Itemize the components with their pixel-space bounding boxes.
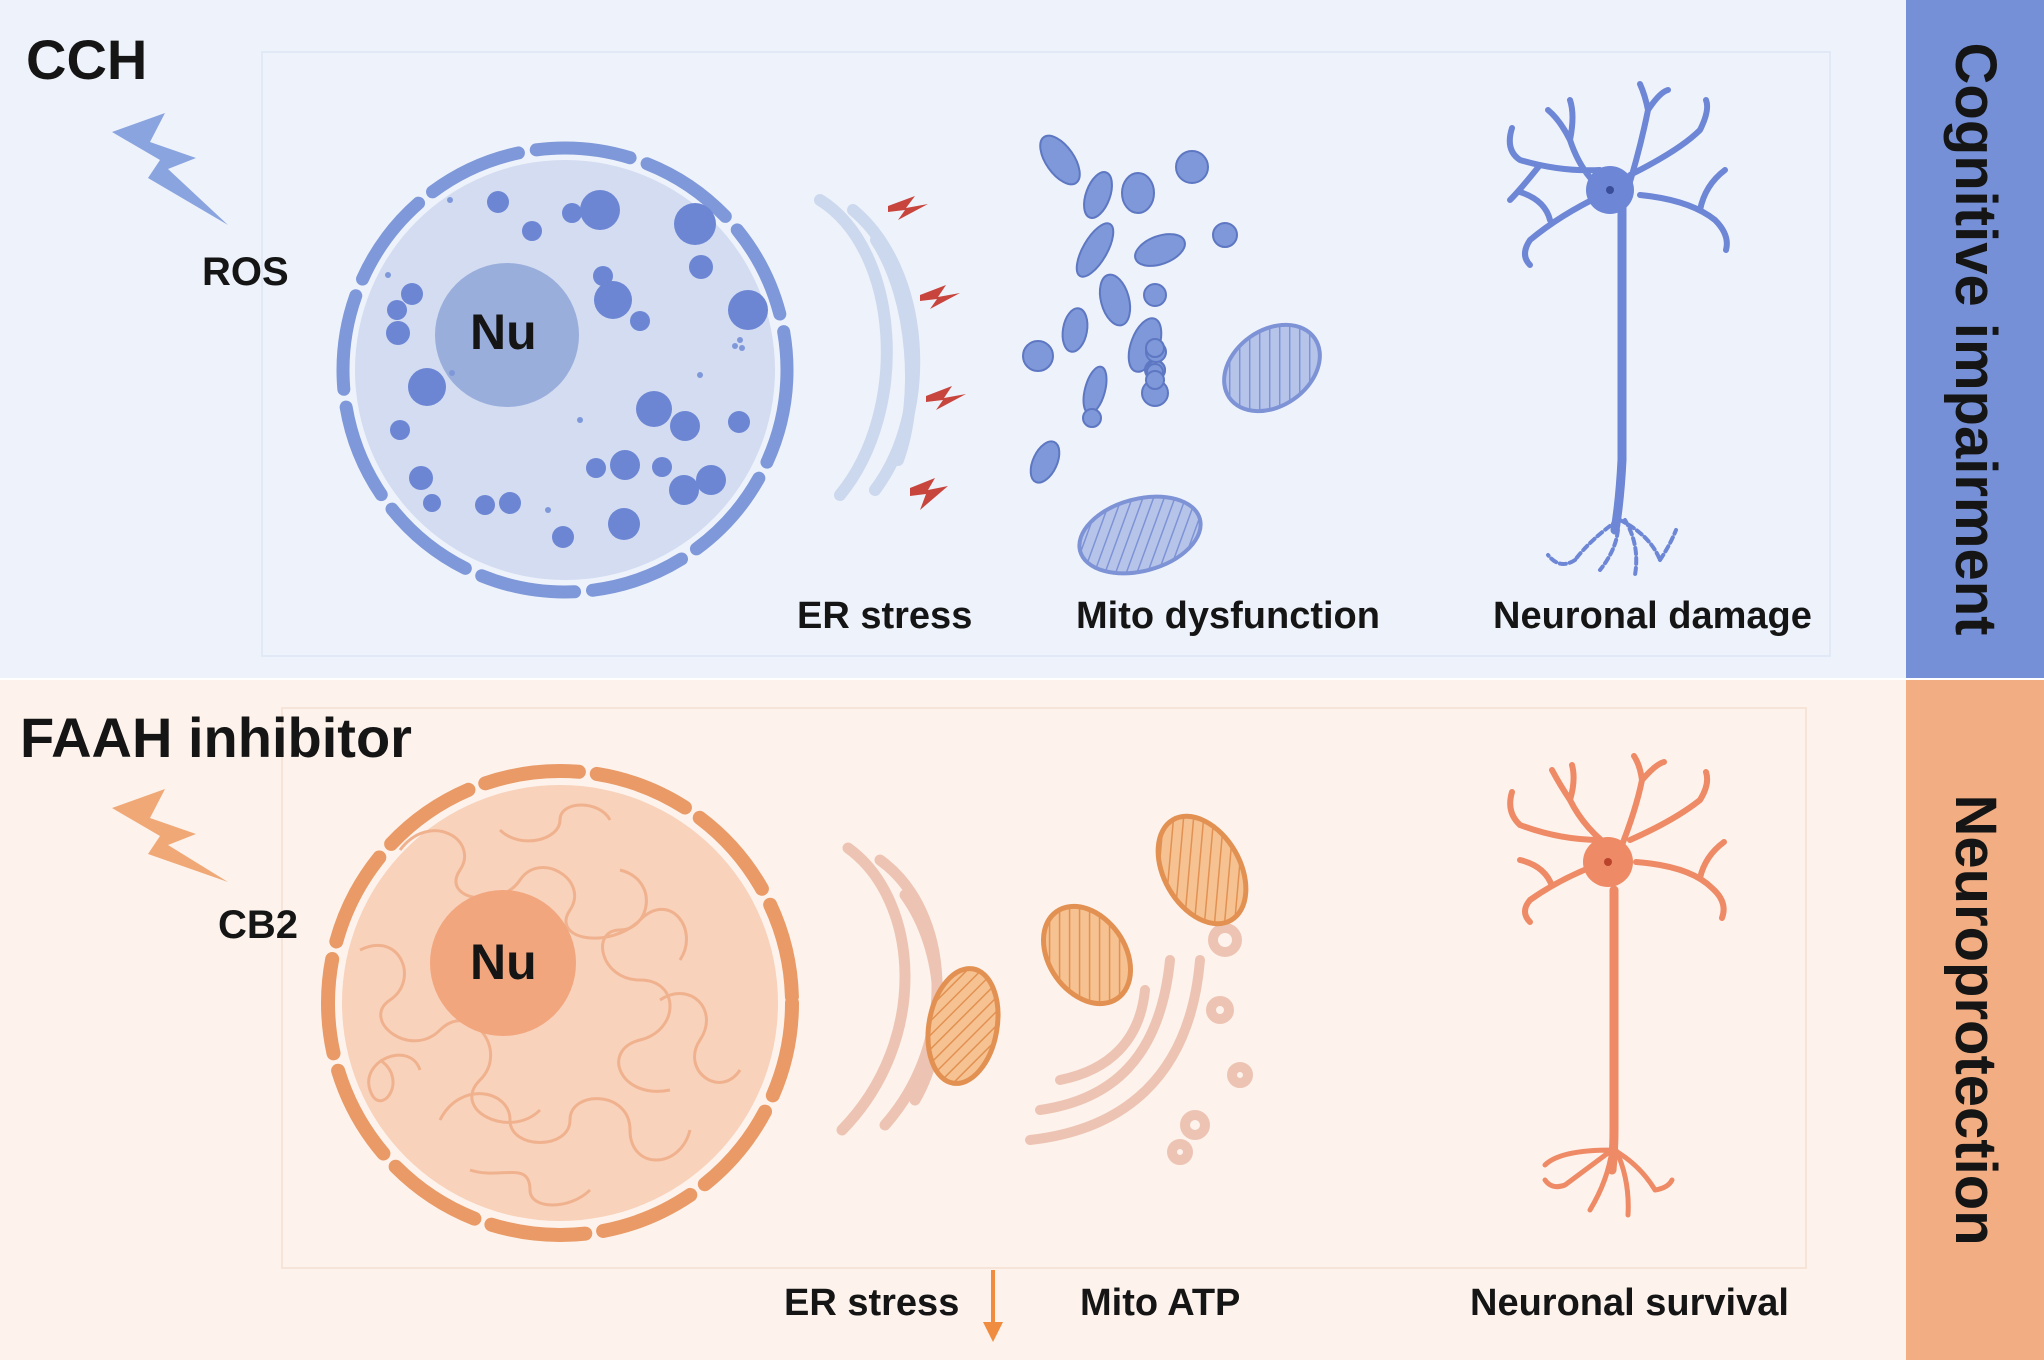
top-swollen-mitochondria [1077,322,1322,576]
bottom-nucleus-label: Nu [470,934,537,990]
top-lightning-icon [112,113,228,225]
top-nucleus [435,263,579,407]
top-nucleus-label: Nu [470,304,537,360]
chromatin [359,803,742,1207]
top-side-label: Cognitive impairment [1943,42,2008,636]
bottom-label-neuronal-survival: Neuronal survival [1470,1282,1789,1324]
top-label-mito-dysfunction: Mito dysfunction [1076,595,1380,637]
bottom-label-er-stress: ER stress [784,1282,960,1324]
top-inner-frame [261,51,1831,657]
top-neuron [1506,81,1730,577]
top-cell [336,141,794,599]
top-label-neuronal-damage: Neuronal damage [1493,595,1812,637]
bottom-lightning-icon [112,789,228,882]
bottom-neuron [1507,753,1727,1218]
bottom-label-mito-atp: Mito ATP [1080,1282,1241,1324]
top-trigger-label: ROS [202,250,289,294]
down-arrow-icon [983,1270,1003,1342]
top-label-er-stress: ER stress [797,595,973,637]
bottom-inner-frame [281,707,1807,1269]
bottom-trigger-label: CB2 [218,903,299,947]
top-er [814,194,921,501]
bottom-cell [321,764,799,1242]
bottom-golgi [1025,923,1253,1165]
bottom-mitochondria [925,813,1249,1086]
top-panel-background [0,0,1906,678]
bottom-side-label: Neuroprotection [1943,794,2008,1246]
top-fragmented-mitochondria [1022,134,1238,484]
bottom-title: FAAH inhibitor [20,706,412,769]
bottom-side-bar [1906,680,2044,1360]
bottom-nucleus [430,890,576,1036]
top-side-bar [1906,0,2044,678]
top-er-stress-marks [888,196,966,510]
top-title: CCH [26,28,148,91]
